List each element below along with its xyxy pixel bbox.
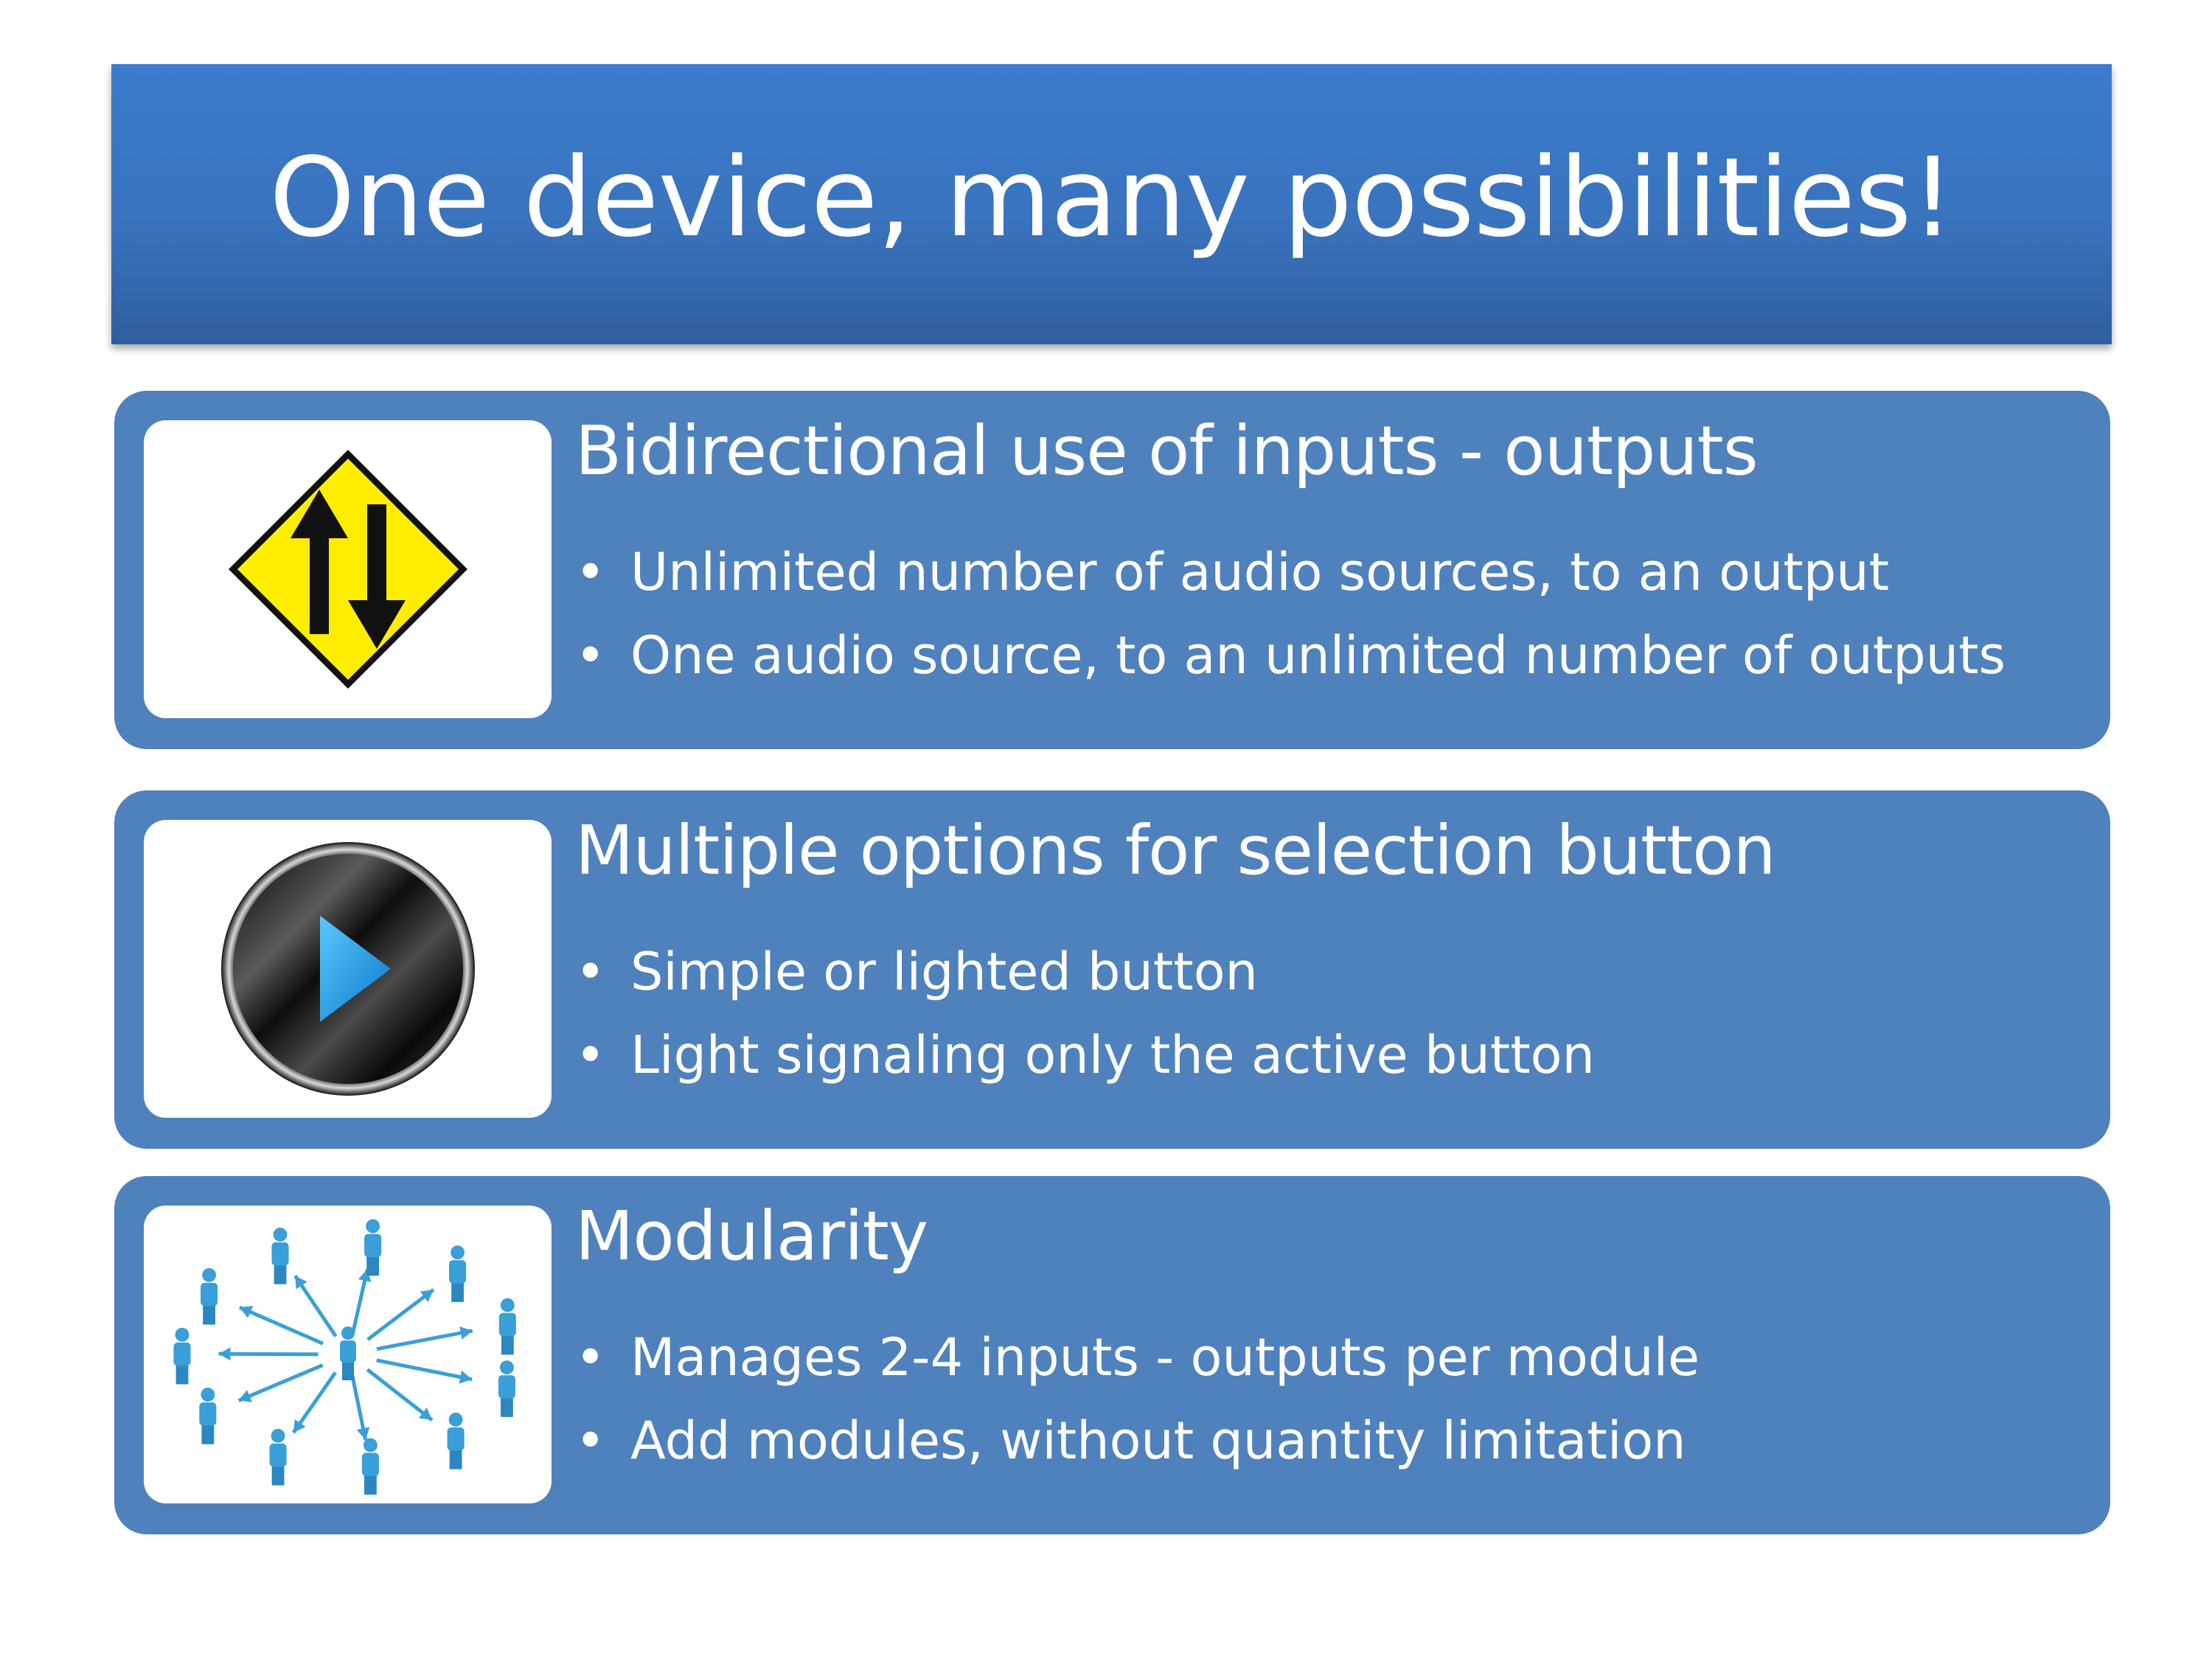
- bullet-text: Light signaling only the active button: [630, 1025, 1595, 1085]
- bullet-list: • Unlimited number of audio sources, to a…: [575, 531, 2006, 698]
- arrow-head: [420, 1290, 434, 1302]
- bullet-dot: •: [575, 942, 606, 1002]
- play-button-icon: [220, 842, 475, 1096]
- person-figure: [173, 1327, 191, 1385]
- person-figure: [339, 1326, 356, 1380]
- arrow-line: [375, 1329, 473, 1352]
- arrow-line: [238, 1305, 324, 1346]
- feature-card-bidirectional: Bidirectional use of inputs - outputs • U…: [114, 391, 2110, 749]
- bullet-text: Manages 2-4 inputs - outputs per module: [630, 1327, 1700, 1388]
- arrow-line: [291, 1371, 337, 1434]
- person-figure: [200, 1267, 218, 1325]
- person-figure: [271, 1227, 289, 1284]
- bullet-item: • Add modules, without quantity limitatio…: [575, 1399, 1700, 1483]
- slide-title: One device, many possibilities!: [269, 134, 1955, 261]
- bullet-text: Simple or lighted button: [630, 942, 1258, 1002]
- arrow-head: [356, 1427, 369, 1440]
- arrow-head: [294, 1276, 307, 1290]
- two-way-traffic-sign-icon: [228, 450, 467, 689]
- bullet-item: • One audio source, to an unlimited numbe…: [575, 614, 2006, 698]
- arrow-head: [218, 1347, 231, 1361]
- arrow-head: [239, 1306, 253, 1318]
- bullet-dot: •: [575, 1411, 606, 1471]
- person-figure: [269, 1428, 287, 1486]
- arrow-head: [418, 1408, 432, 1420]
- person-figure: [498, 1298, 516, 1355]
- bullet-item: • Manages 2-4 inputs - outputs per module: [575, 1316, 1700, 1399]
- feature-card-selection-button: Multiple options for selection button • S…: [114, 790, 2110, 1149]
- bullet-item: • Light signaling only the active button: [575, 1014, 1595, 1097]
- card-heading: Modularity: [575, 1197, 928, 1276]
- arrow-head: [459, 1326, 473, 1340]
- arrow-line: [375, 1358, 473, 1382]
- arrow-head: [459, 1370, 472, 1384]
- arrow-line: [293, 1274, 338, 1338]
- person-figure: [198, 1388, 216, 1444]
- card-heading: Bidirectional use of inputs - outputs: [575, 411, 1759, 490]
- person-figure: [447, 1412, 465, 1470]
- bullet-text: Add modules, without quantity limitation: [630, 1411, 1686, 1471]
- bullet-text: One audio source, to an unlimited number…: [630, 625, 2006, 686]
- icon-frame: [144, 420, 552, 718]
- person-figure: [498, 1360, 515, 1417]
- person-figure: [361, 1438, 379, 1495]
- person-figure: [364, 1219, 381, 1276]
- bullet-list: • Simple or lighted button • Light signali…: [575, 931, 1595, 1097]
- arrow-line: [237, 1363, 324, 1402]
- bullet-text: Unlimited number of audio sources, to an…: [630, 542, 1890, 602]
- title-banner: One device, many possibilities!: [111, 64, 2112, 344]
- bullet-dot: •: [575, 625, 606, 686]
- arrow-head: [238, 1390, 252, 1402]
- card-heading: Multiple options for selection button: [575, 811, 1776, 890]
- network-people-icon: [173, 1219, 516, 1495]
- person-figure: [448, 1245, 466, 1302]
- arrow-line: [366, 1368, 434, 1422]
- bullet-item: • Unlimited number of audio sources, to a…: [575, 531, 2006, 614]
- icon-frame: [144, 820, 552, 1118]
- bullet-list: • Manages 2-4 inputs - outputs per module…: [575, 1316, 1700, 1483]
- bullet-dot: •: [575, 1025, 606, 1085]
- feature-card-modularity: Modularity • Manages 2-4 inputs - outputs…: [114, 1176, 2110, 1534]
- arrow-line: [366, 1288, 434, 1341]
- bullet-item: • Simple or lighted button: [575, 931, 1595, 1014]
- bullet-dot: •: [575, 542, 606, 602]
- bullet-dot: •: [575, 1327, 606, 1388]
- arrow-head: [293, 1419, 305, 1433]
- icon-frame: [144, 1206, 552, 1503]
